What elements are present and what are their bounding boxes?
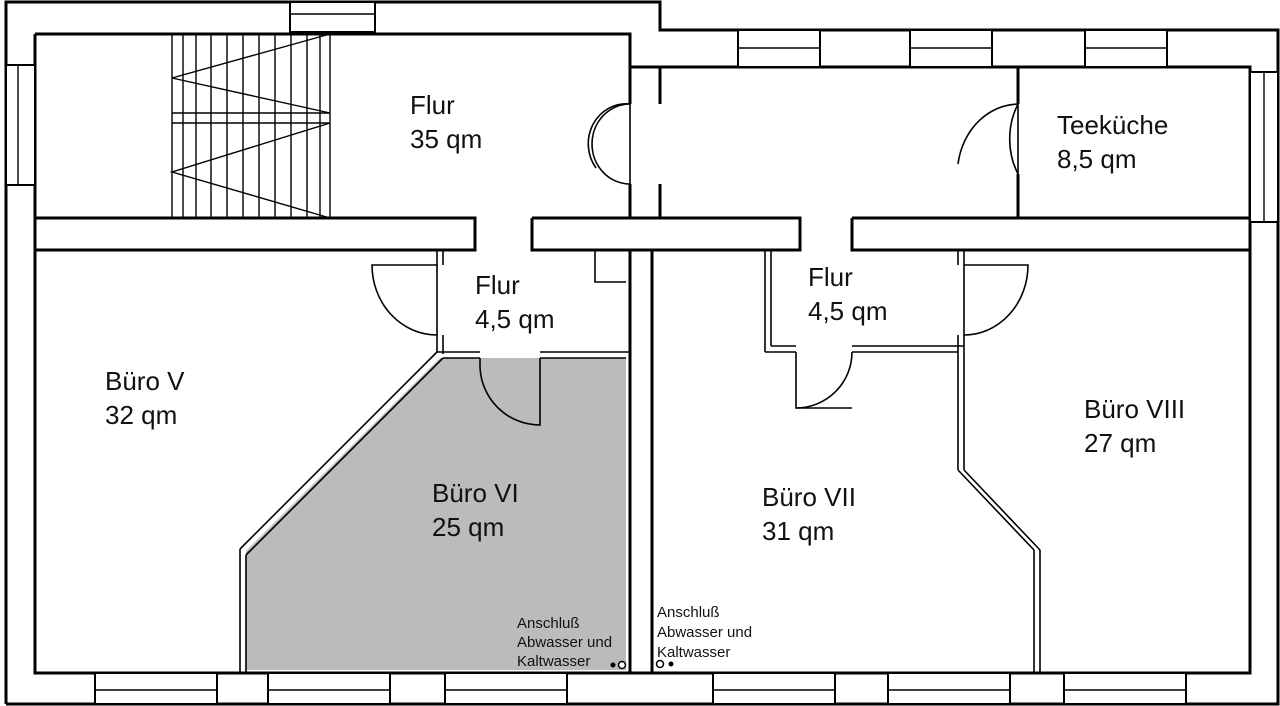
room-name: Teeküche <box>1057 110 1168 140</box>
doors <box>371 103 1029 426</box>
room-label-flur-main: Flur 35 qm <box>410 90 482 154</box>
note-water-right: Anschluß Abwasser und Kaltwasser <box>657 604 752 661</box>
room-name: Büro VII <box>762 482 856 512</box>
room-label-buero-vi: Büro VI 25 qm <box>432 478 519 542</box>
buero-vi-fill <box>246 358 626 670</box>
room-name: Büro VIII <box>1084 394 1185 424</box>
room-label-buero-v: Büro V 32 qm <box>105 366 185 430</box>
note-line: Anschluß <box>517 615 580 632</box>
note-water-left: Anschluß Abwasser und Kaltwasser <box>517 615 612 670</box>
note-line: Abwasser und <box>517 634 612 651</box>
room-area: 4,5 qm <box>808 296 888 326</box>
room-label-buero-viii: Büro VIII 27 qm <box>1084 394 1185 458</box>
room-name: Büro V <box>105 366 185 396</box>
room-name: Büro VI <box>432 478 519 508</box>
water-connection-markers <box>610 659 674 670</box>
room-area: 32 qm <box>105 400 177 430</box>
room-area: 35 qm <box>410 124 482 154</box>
stairs <box>169 33 331 219</box>
room-label-buero-vii: Büro VII 31 qm <box>762 482 856 546</box>
interior-walls <box>35 67 1252 673</box>
room-area: 25 qm <box>432 512 504 542</box>
note-line: Kaltwasser <box>517 653 590 670</box>
room-area: 31 qm <box>762 516 834 546</box>
room-label-flur-right: Flur 4,5 qm <box>808 262 888 326</box>
room-name: Flur <box>475 270 520 300</box>
room-area: 27 qm <box>1084 428 1156 458</box>
room-area: 4,5 qm <box>475 304 555 334</box>
room-label-teekueche: Teeküche 8,5 qm <box>1057 110 1168 174</box>
note-line: Abwasser und <box>657 624 752 641</box>
outer-walls <box>4 0 1280 706</box>
room-name: Flur <box>410 90 455 120</box>
room-label-flur-left: Flur 4,5 qm <box>475 270 555 334</box>
thin-walls <box>239 250 1041 673</box>
note-line: Anschluß <box>657 604 720 621</box>
windows <box>5 1 1279 705</box>
note-line: Kaltwasser <box>657 644 730 661</box>
room-name: Flur <box>808 262 853 292</box>
room-area: 8,5 qm <box>1057 144 1137 174</box>
